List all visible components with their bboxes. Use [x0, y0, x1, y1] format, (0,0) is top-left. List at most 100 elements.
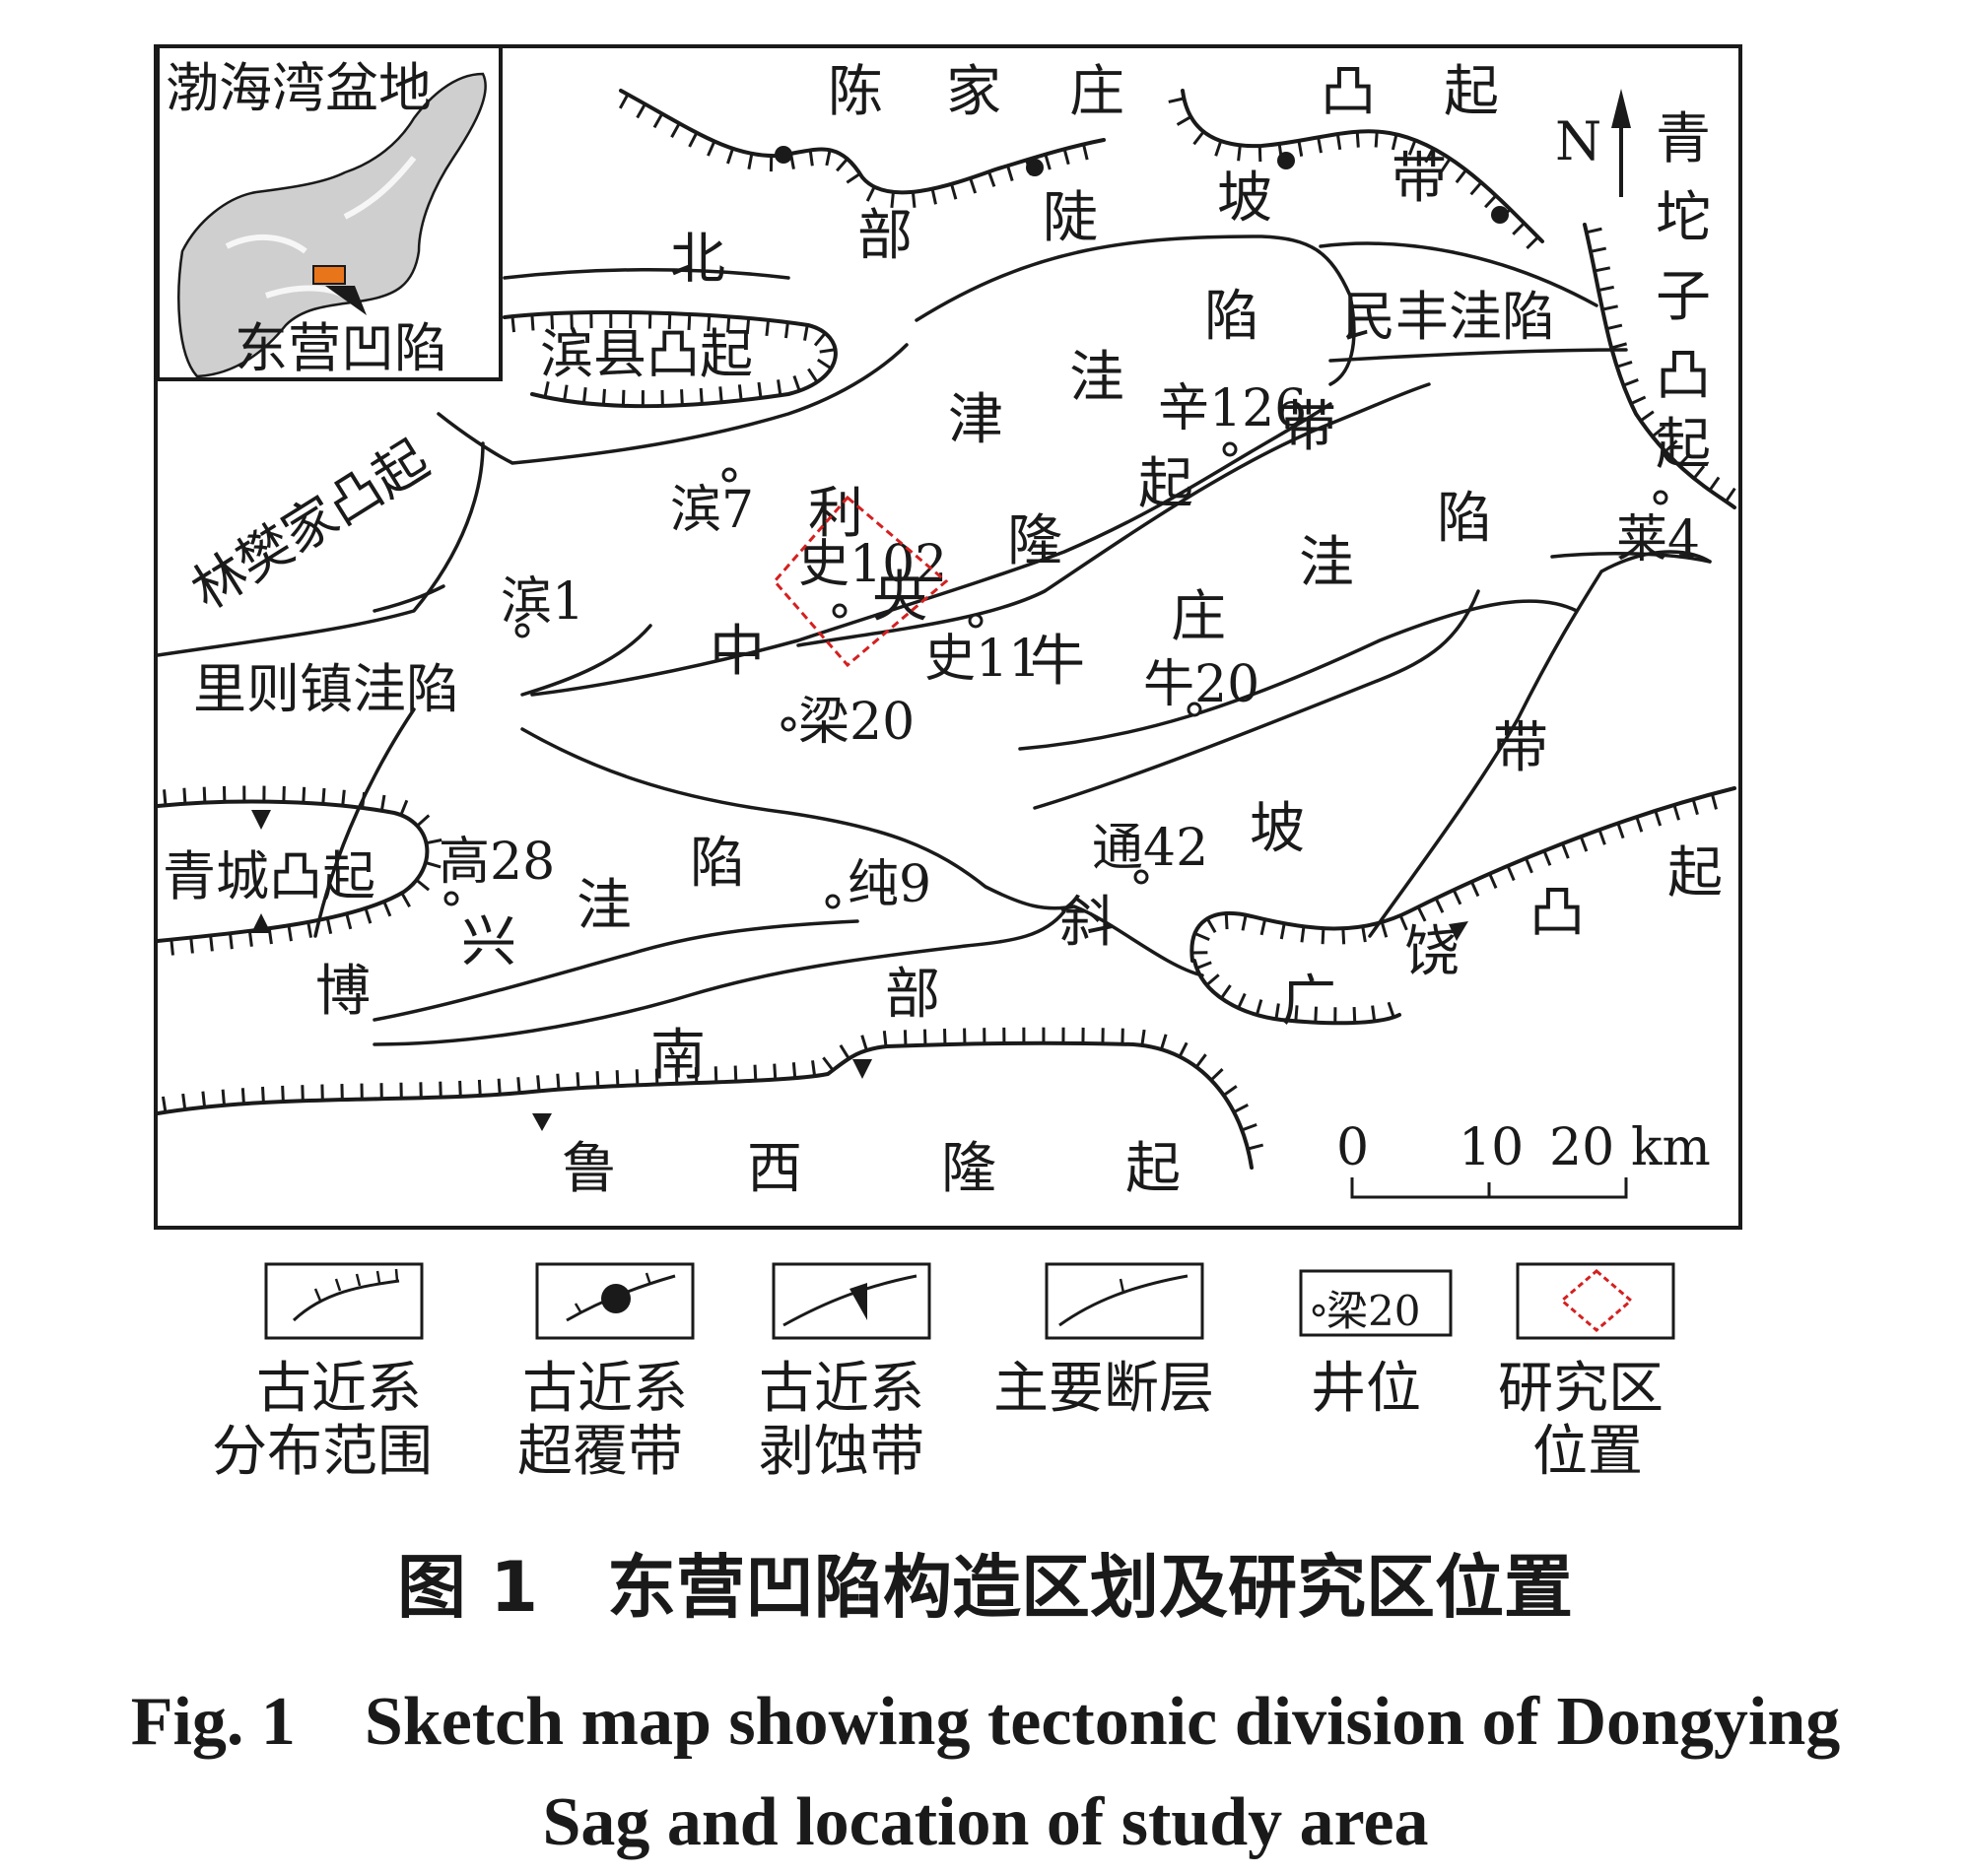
hachure-tick — [1044, 154, 1052, 170]
region-char-qingtuozi: 起 — [1656, 413, 1711, 477]
hachure-tick — [1194, 1053, 1207, 1068]
region-char-niuzhuang: 洼 — [1299, 531, 1354, 595]
fault — [1018, 599, 1579, 751]
hachure-tick — [1297, 140, 1304, 157]
region-char-lijin: 洼 — [1069, 346, 1124, 410]
hachure-tick — [302, 786, 306, 803]
well-label: 滨7 — [670, 481, 754, 540]
hachure-tick — [1622, 378, 1639, 387]
hachure-tick — [713, 1066, 718, 1083]
hachure-tick — [688, 132, 699, 148]
region-char-qingtuozi: 凸 — [1656, 344, 1711, 408]
hachure-tick — [170, 939, 174, 956]
well-marker — [1133, 869, 1149, 885]
fault — [1368, 550, 1712, 938]
legend-label-1: 研究区 — [1498, 1357, 1664, 1421]
region-char-luxi: 鲁 — [562, 1137, 617, 1201]
region-char-south_slope: 带 — [1493, 716, 1548, 780]
hachure-tick — [1691, 798, 1699, 816]
hachure-tick — [674, 1067, 679, 1084]
hachure-tick — [1597, 285, 1614, 293]
region-char-qingtuozi: 子 — [1656, 265, 1711, 329]
region-char-luxi: 起 — [1125, 1137, 1181, 1201]
well-xin126: 辛126 — [1158, 379, 1307, 457]
hachure-tick — [341, 789, 346, 806]
hachure-tick — [497, 1078, 502, 1095]
hachure-tick — [950, 183, 958, 200]
hachure-tick — [181, 1093, 187, 1110]
hachure-tick — [1469, 881, 1480, 898]
hachure-tick — [707, 315, 712, 332]
hachure-tick — [1434, 898, 1445, 913]
hachure-tick — [747, 153, 754, 169]
hachure-tick — [1506, 865, 1516, 882]
hachure-tick — [825, 150, 832, 167]
hachure-tick — [416, 814, 431, 828]
hachure-tick — [865, 186, 876, 202]
region-binxian-uplift: 滨县凸起 — [540, 323, 753, 385]
hachure-tick — [1140, 1029, 1146, 1046]
fault — [520, 624, 652, 697]
hachure-tick — [1455, 168, 1467, 184]
region-char-chenjiazhuang: 庄 — [1069, 60, 1124, 124]
hachure-tick — [595, 1071, 600, 1088]
well-shi11: 史11 — [924, 613, 1041, 689]
hachure-tick — [1205, 917, 1217, 934]
hachure-tick — [1195, 961, 1212, 971]
hachure-tick — [618, 94, 630, 109]
hachure-tick — [1469, 181, 1483, 196]
hachure-tick — [1314, 1006, 1319, 1023]
well-marker — [443, 891, 459, 906]
hachure-tick — [1178, 1041, 1189, 1058]
well-label: 牛20 — [1143, 655, 1259, 714]
well-label: 高28 — [439, 833, 555, 892]
well-label: 莱4 — [1616, 510, 1700, 570]
region-char-niuzhuang: 陷 — [1437, 487, 1492, 551]
boundary-chenjiazhuang-east — [1181, 89, 1544, 243]
hachure-tick — [1586, 227, 1602, 234]
fault — [520, 727, 1204, 977]
hachure-tick — [930, 188, 937, 205]
overlap-marker — [775, 146, 792, 164]
region-char-central_uplift: 中 — [710, 620, 765, 684]
caption-english-line1: Fig. 1 Sketch map showing tectonic divis… — [130, 1684, 1841, 1760]
fault — [373, 909, 1066, 1046]
hachure-tick — [345, 913, 353, 930]
hachure-tick — [563, 384, 569, 401]
hachure-tick — [1222, 1085, 1238, 1097]
region-char-north_slope: 部 — [857, 204, 913, 268]
hachure-tick — [1224, 913, 1229, 930]
hachure-tick — [765, 319, 771, 337]
hachure-tick — [1300, 926, 1306, 943]
region-char-south_slope: 南 — [650, 1024, 706, 1088]
scale-label-20: 20 — [1549, 1118, 1614, 1177]
hachure-tick — [890, 191, 895, 209]
hachure-tick — [321, 787, 326, 805]
well-bin1: 滨1 — [501, 572, 584, 638]
hachure-tick — [1512, 222, 1526, 235]
region-char-boxing: 兴 — [461, 910, 516, 974]
hachure-tick — [1294, 1005, 1299, 1022]
fault — [373, 919, 859, 1022]
hachure-tick — [510, 316, 516, 333]
hachure-tick — [1605, 323, 1623, 331]
fault — [437, 343, 909, 465]
fault — [156, 441, 485, 657]
north-arrow: N — [1555, 89, 1631, 197]
hachure-tick — [1525, 857, 1533, 874]
hachure-tick — [247, 930, 253, 947]
hachure-tick — [1341, 928, 1346, 945]
region-char-south_slope: 斜 — [1059, 891, 1115, 955]
well-label: 梁20 — [798, 693, 915, 752]
hachure-tick — [1205, 973, 1220, 986]
hachure-tick — [581, 387, 587, 404]
hachure-tick — [635, 1069, 640, 1086]
well-liang20: 梁20 — [781, 693, 915, 752]
region-char-chenjiazhuang: 凸 — [1321, 60, 1376, 124]
fault — [503, 268, 790, 280]
paleogene-boundaries — [156, 89, 1736, 1170]
hachure-tick — [306, 921, 313, 938]
hachure-tick — [670, 122, 681, 138]
boundary-luxi-uplift — [156, 1040, 1254, 1170]
